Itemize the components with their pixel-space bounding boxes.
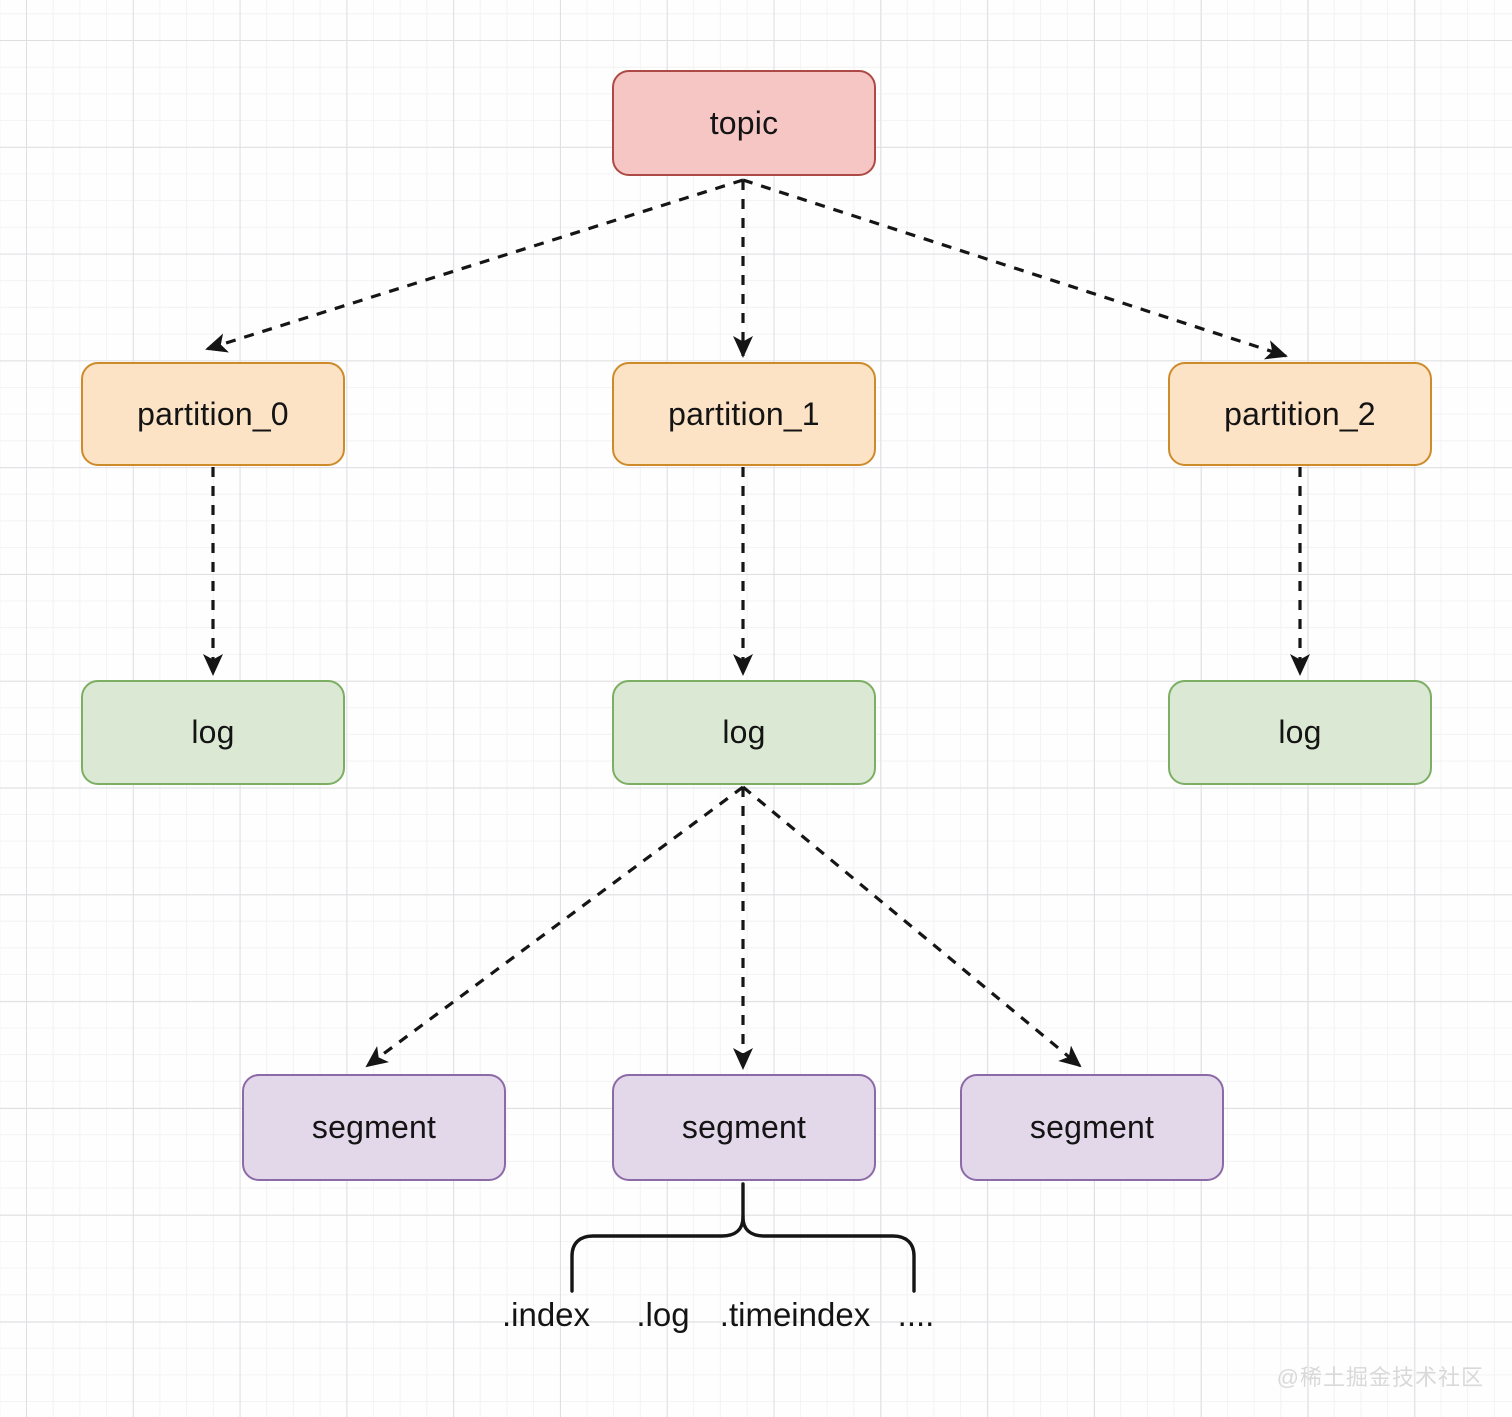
file-label-timeindex: .timeindex	[719, 1296, 871, 1333]
node-partition-1: partition_1	[612, 362, 876, 466]
node-topic: topic	[612, 70, 876, 176]
edge-topic-partition2	[742, 178, 1288, 360]
node-segment-2: segment	[960, 1074, 1224, 1181]
edge-log1-segment0	[365, 785, 744, 1068]
file-label-index: .index	[501, 1296, 591, 1333]
node-log-1: log	[612, 680, 876, 785]
edge-topic-partition0	[205, 178, 744, 353]
node-topic-label: topic	[709, 104, 779, 141]
node-log-0-label: log	[191, 714, 235, 750]
node-partition-1-label: partition_1	[668, 395, 820, 432]
node-partition-2-label: partition_2	[1224, 395, 1376, 432]
node-log-2-label: log	[1278, 714, 1322, 750]
node-log-2: log	[1168, 680, 1432, 785]
node-segment-1-label: segment	[681, 1109, 807, 1145]
node-partition-0: partition_0	[81, 362, 345, 466]
node-segment-2-label: segment	[1029, 1109, 1155, 1145]
node-partition-0-label: partition_0	[137, 395, 289, 432]
file-label-log: .log	[636, 1296, 690, 1333]
watermark-text: @稀土掘金技术社区	[1276, 1365, 1484, 1390]
file-label-ellipsis: ....	[897, 1296, 935, 1333]
node-log-1-label: log	[722, 714, 766, 750]
edge-log1-segment2	[741, 785, 1082, 1068]
segment-brace	[570, 1215, 916, 1293]
node-log-0: log	[81, 680, 345, 785]
node-segment-0-label: segment	[311, 1109, 437, 1145]
node-segment-0: segment	[242, 1074, 506, 1181]
node-partition-2: partition_2	[1168, 362, 1432, 466]
node-segment-1: segment	[612, 1074, 876, 1181]
